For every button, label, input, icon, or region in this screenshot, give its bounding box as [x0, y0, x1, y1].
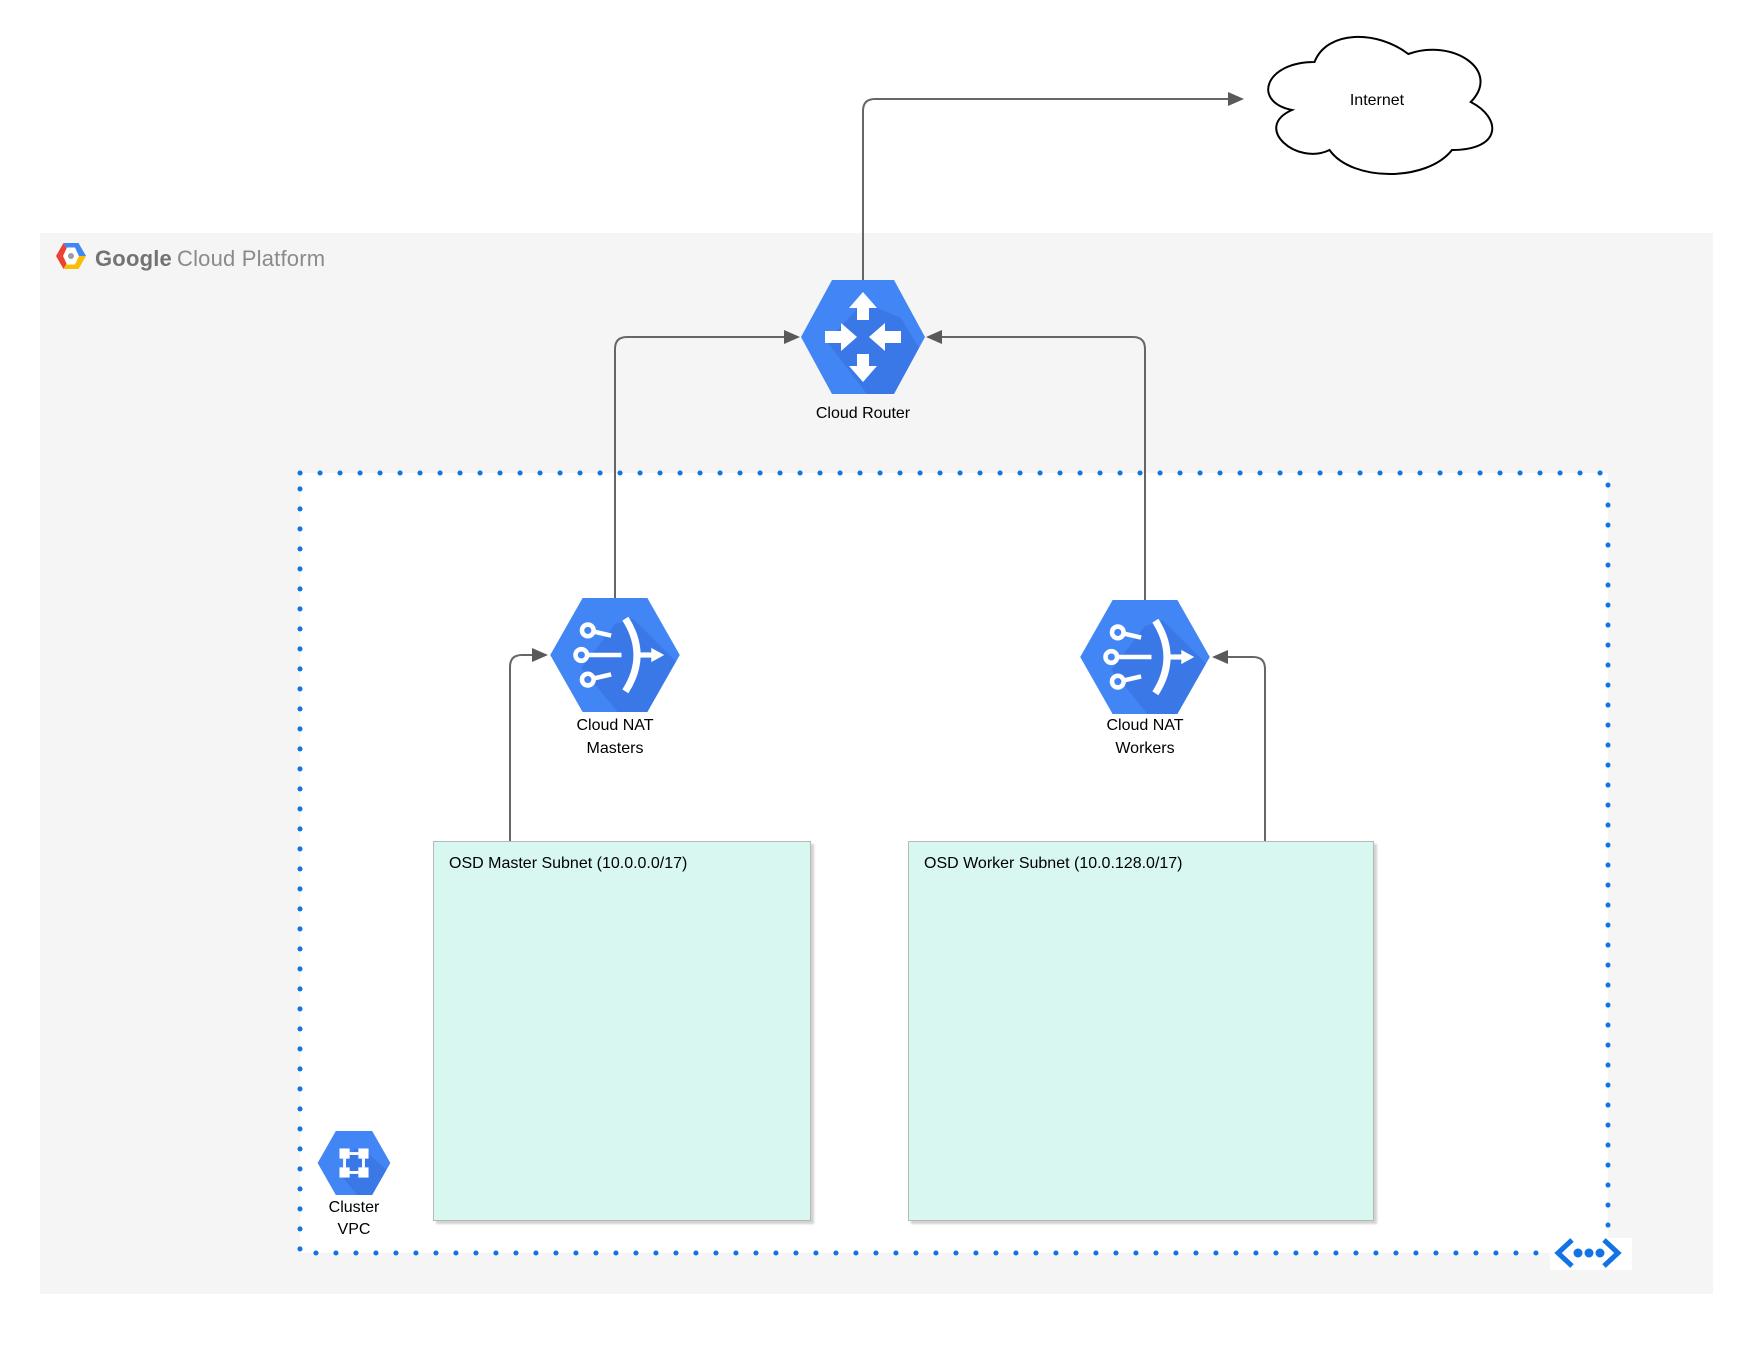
osd-master-subnet-box[interactable]: OSD Master Subnet (10.0.0.0/17) — [433, 841, 811, 1221]
cloud-nat-masters-label-line1: Cloud NAT — [576, 717, 654, 734]
internet-cloud-shape[interactable] — [1267, 36, 1494, 175]
osd-worker-subnet-box[interactable]: OSD Worker Subnet (10.0.128.0/17) — [908, 841, 1374, 1221]
cluster-vpc-label: Cluster VPC — [254, 1197, 454, 1241]
connector-nat-workers-to-router[interactable] — [926, 330, 1146, 600]
arrowhead-into-router-left — [784, 330, 800, 344]
cluster-vpc-node[interactable] — [317, 1131, 391, 1195]
cloud-nat-masters-node[interactable] — [550, 598, 680, 712]
cloud-nat-icon — [550, 598, 680, 712]
osd-worker-subnet-title: OSD Worker Subnet (10.0.128.0/17) — [924, 855, 1183, 872]
cloud-nat-workers-node[interactable] — [1080, 600, 1210, 714]
arrowhead-into-internet — [1228, 92, 1244, 106]
cloud-nat-masters-label: Cloud NAT Masters — [515, 714, 715, 760]
cloud-nat-icon — [1080, 600, 1210, 714]
internet-label: Internet — [1349, 92, 1405, 109]
gcp-logo-suffix: Cloud Platform — [176, 245, 326, 271]
vpc-corner-network-icon — [1550, 1238, 1632, 1270]
cloud-nat-masters-label-line2: Masters — [586, 740, 644, 757]
cloud-nat-workers-label: Cloud NAT Workers — [1045, 714, 1245, 760]
cluster-vpc-icon — [317, 1131, 391, 1195]
gcp-logo-icon — [56, 243, 86, 274]
connector-router-to-internet[interactable] — [862, 92, 1244, 280]
osd-master-subnet-title: OSD Master Subnet (10.0.0.0/17) — [449, 855, 688, 872]
cluster-vpc-label-line1: Cluster — [328, 1199, 380, 1216]
cloud-nat-workers-label-line2: Workers — [1115, 740, 1175, 757]
cluster-vpc-label-line2: VPC — [337, 1221, 371, 1238]
arrowhead-into-nat-workers — [1212, 650, 1228, 664]
connector-nat-masters-to-router[interactable] — [614, 330, 800, 598]
gcp-logo-google: Google — [95, 245, 172, 271]
cloud-router-node[interactable] — [801, 280, 925, 394]
cloud-nat-workers-label-line1: Cloud NAT — [1106, 717, 1184, 734]
cloud-router-icon — [801, 280, 925, 394]
cloud-router-label: Cloud Router — [815, 405, 911, 422]
connector-worker-subnet-to-nat[interactable] — [1212, 650, 1266, 841]
arrowhead-into-nat-masters — [532, 648, 548, 662]
arrowhead-into-router-right — [926, 330, 942, 344]
connector-master-subnet-to-nat[interactable] — [509, 648, 548, 841]
